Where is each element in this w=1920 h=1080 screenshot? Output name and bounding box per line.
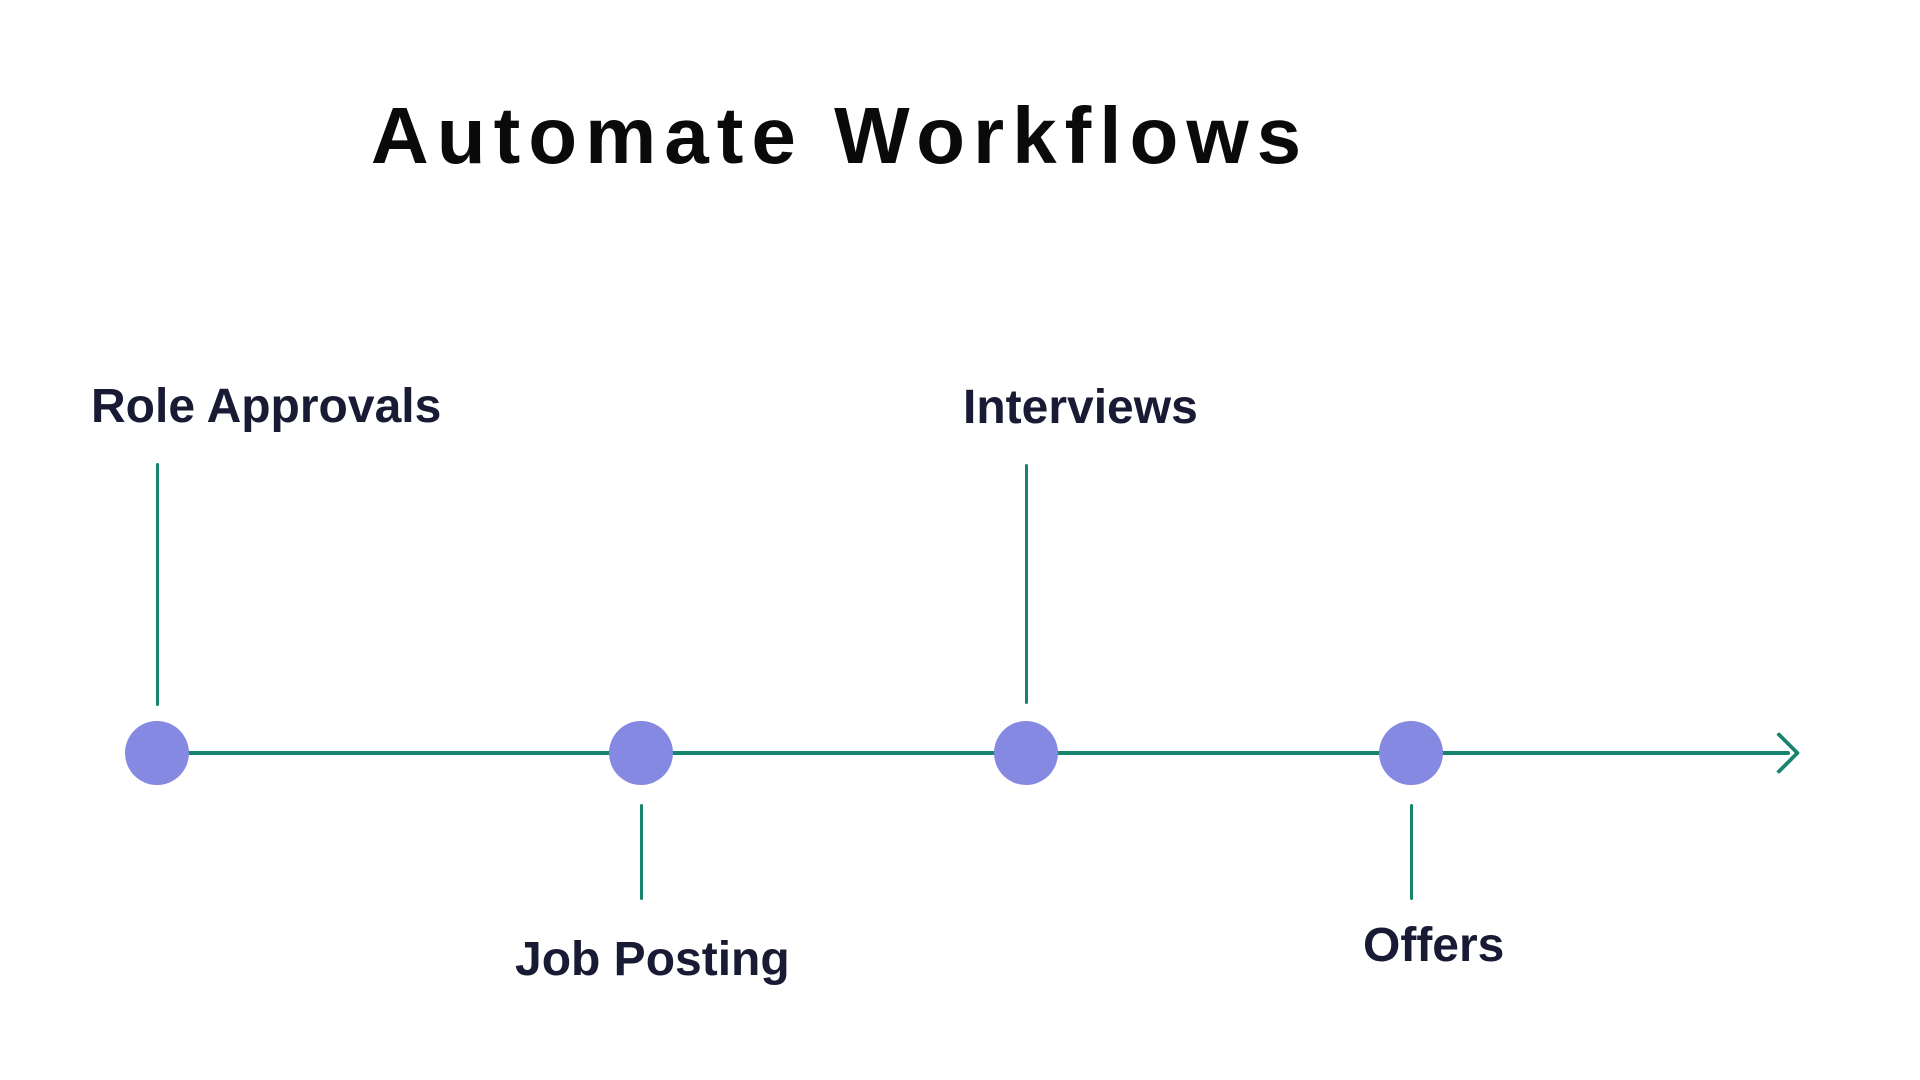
timeline-node-role-approvals [125, 721, 189, 785]
milestone-label-offers: Offers [1363, 919, 1505, 972]
arrow-right-icon [1757, 731, 1801, 775]
milestone-label-job-posting: Job Posting [515, 933, 790, 986]
timeline-axis-line [157, 751, 1790, 755]
timeline-node-job-posting [609, 721, 673, 785]
connector-line-interviews [1025, 464, 1028, 704]
milestone-label-interviews: Interviews [963, 381, 1198, 434]
timeline-node-offers [1379, 721, 1443, 785]
page-title: Automate Workflows [370, 91, 1310, 180]
connector-line-offers [1410, 804, 1413, 900]
timeline-node-interviews [994, 721, 1058, 785]
milestone-label-role-approvals: Role Approvals [91, 380, 442, 433]
connector-line-role-approvals [156, 463, 159, 706]
connector-line-job-posting [640, 804, 643, 900]
